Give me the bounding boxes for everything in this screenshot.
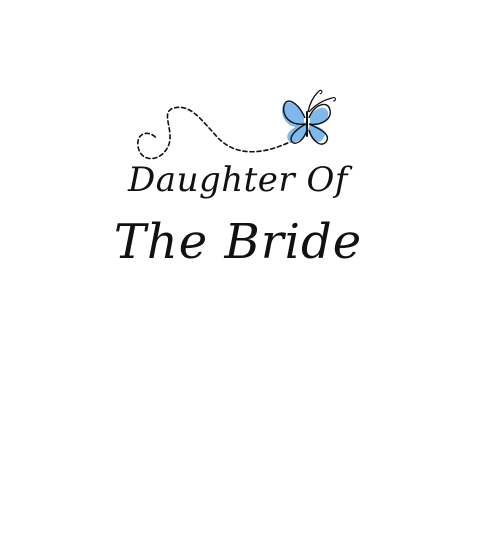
headline-daughter-of: Daughter Of [128, 160, 348, 200]
butterfly-icon [282, 89, 337, 145]
flight-path-line [137, 106, 295, 160]
headline-the-bride: The Bride [113, 214, 363, 270]
